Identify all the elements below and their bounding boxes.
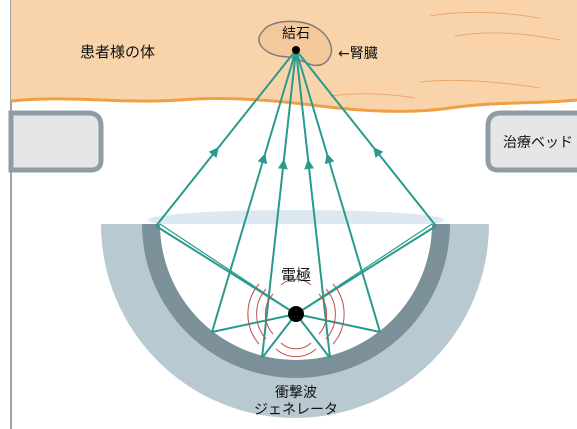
reflector-bowl [160,224,432,360]
incident-wave-line [295,313,331,359]
patient-body-edge [10,97,577,113]
incident-wave-line [295,225,437,315]
patient-body-label: 患者様の体 [80,43,155,61]
incident-wave-line [295,223,433,315]
focused-wave-line [295,49,330,159]
generator-label-line1: 衝撃波 [275,385,317,401]
focused-wave-line [214,49,297,152]
shock-wave-paths [155,49,437,359]
bed-right [485,110,577,173]
incident-wave-line [295,313,381,333]
kidney-label: ←腎臓 [338,46,378,62]
generator-label-line2: ジェネレータ [254,402,338,418]
reflected-wave-arrow [304,159,331,359]
reflected-wave-arrow [211,153,268,333]
skin-fold-line [429,11,541,19]
kidney-shape [258,20,332,67]
focused-wave-line [262,49,297,159]
focused-wave-line [295,49,378,152]
skin-fold-line [454,32,561,41]
skin-fold-line [329,93,416,99]
shock-rings [247,278,345,358]
bed-left [8,110,104,173]
focused-wave-line [282,49,297,165]
treatment-bed-label: 治療ベッド [503,134,573,151]
incident-wave-line [155,225,297,315]
reflected-wave-arrow [261,159,288,359]
reflected-wave-arrow [155,147,219,227]
incident-wave-line [159,223,297,315]
incident-wave-line [211,313,297,333]
electrode-point [288,306,304,322]
stone-label: 結石 [282,26,310,42]
skin-fold-line [419,79,541,89]
reflected-wave-arrow [324,153,381,333]
focused-wave-line [295,49,310,165]
reflected-wave-arrow [373,147,437,227]
stone-point [292,46,300,54]
electrode-label: 電極 [281,266,311,284]
incident-wave-line [261,313,297,359]
